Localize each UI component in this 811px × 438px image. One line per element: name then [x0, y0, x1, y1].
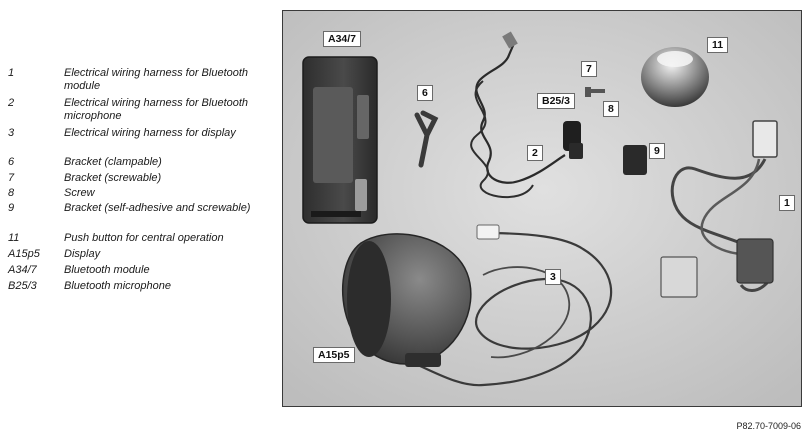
figure-reference: P82.70-7009-06	[736, 421, 801, 431]
components-photo: A34/7 6 B25/3 7 8 11 2 9 1 3 A15p5	[282, 10, 802, 407]
legend-description: Bracket (self-adhesive and screwable)	[64, 202, 251, 214]
legend-description: Bracket (clampable)	[64, 156, 162, 168]
legend-description: Electrical wiring harness for display	[64, 127, 236, 139]
callout-bluetooth-module: A34/7	[323, 31, 362, 47]
legend-description: Bracket (screwable)	[64, 172, 162, 184]
legend-description: Electrical wiring harness for Bluetooth …	[64, 67, 249, 92]
display-harness-shape	[412, 224, 613, 387]
bracket-screwable-shape	[585, 87, 605, 97]
callout-microphone-harness: 2	[527, 145, 543, 161]
legend-description: Electrical wiring harness for Bluetooth …	[64, 97, 249, 122]
display-unit-shape	[342, 233, 472, 367]
legend-key: 9	[8, 202, 15, 214]
callout-display: A15p5	[313, 347, 355, 363]
legend-description: Bluetooth module	[64, 264, 150, 276]
legend-description: Push button for central operation	[64, 232, 224, 244]
bluetooth-module-shape	[302, 56, 378, 224]
legend-list: 1 Electrical wiring harness for Bluetoot…	[0, 0, 270, 438]
legend-description: Screw	[64, 187, 95, 199]
legend-key: 11	[8, 232, 20, 244]
callout-bracket-clampable: 6	[417, 85, 433, 101]
legend-key: A15p5	[8, 248, 40, 260]
callout-push-button: 11	[707, 37, 729, 53]
bracket-clampable-shape	[414, 110, 439, 168]
legend-key: 3	[8, 127, 15, 139]
module-harness-shape	[660, 120, 778, 298]
bracket-adhesive-shape	[623, 145, 647, 175]
legend-key: 7	[8, 172, 15, 184]
callout-bluetooth-microphone: B25/3	[537, 93, 576, 109]
legend-key: 6	[8, 156, 15, 168]
legend-key: 8	[8, 187, 15, 199]
callout-screw: 8	[603, 101, 619, 117]
legend-key: 1	[8, 67, 15, 79]
microphone-harness-shape	[470, 31, 583, 199]
callout-display-harness: 3	[545, 269, 561, 285]
components-illustration	[283, 11, 801, 406]
callout-bracket-adhesive: 9	[649, 143, 665, 159]
legend-key: 2	[8, 97, 15, 109]
callout-module-harness: 1	[779, 195, 795, 211]
callout-bracket-screwable: 7	[581, 61, 597, 77]
push-button-shape	[641, 47, 709, 107]
legend-description: Bluetooth microphone	[64, 280, 172, 292]
legend-key: B25/3	[8, 280, 37, 292]
legend-key: A34/7	[8, 264, 37, 276]
legend-description: Display	[64, 248, 101, 260]
